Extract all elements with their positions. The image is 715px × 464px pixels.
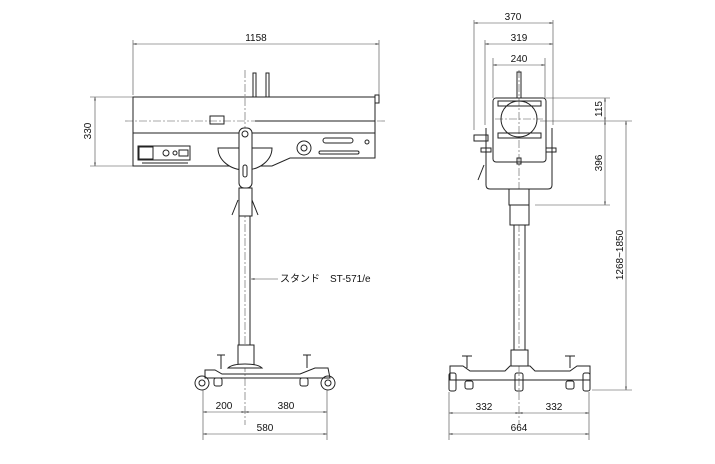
caster-wheel (194, 375, 210, 391)
dim-front-base-left-label: 332 (476, 402, 493, 413)
stand-base (194, 354, 336, 391)
dim-width-inner-label: 240 (511, 54, 528, 65)
side-dimensions (90, 40, 380, 167)
dim-base-total-label: 580 (257, 423, 274, 434)
dim-width-outer-label: 370 (505, 12, 522, 23)
stand-pole (226, 216, 264, 369)
front-width-dimensions (473, 20, 554, 130)
caster-wheel (514, 372, 524, 392)
dim-top-offset-label: 115 (594, 101, 605, 117)
spotlight-housing (132, 72, 380, 167)
stand-model-label: スタンド ST-571/e (280, 273, 371, 285)
front-height-dimensions (535, 97, 632, 391)
dim-width-mid-label: 319 (511, 33, 528, 44)
front-base-dimensions (448, 392, 590, 440)
dim-front-base-right-label: 332 (546, 402, 563, 413)
dim-base-right-label: 380 (278, 401, 295, 412)
yoke-protractor (217, 127, 273, 217)
dim-yoke-height-label: 396 (594, 154, 605, 171)
dim-length-label: 1158 (245, 33, 267, 44)
caster-wheel (448, 372, 457, 392)
dim-total-height-label: 1268~1850 (615, 229, 626, 280)
front-view (448, 20, 632, 440)
caster-wheel (320, 375, 336, 391)
base-dimensions (202, 390, 328, 440)
side-view (90, 40, 385, 440)
front-pole (508, 188, 530, 367)
front-base (448, 355, 591, 392)
caster-wheel (582, 372, 591, 392)
dim-front-base-total-label: 664 (511, 423, 528, 434)
dim-height-label: 330 (83, 122, 94, 139)
front-housing (473, 71, 557, 190)
dim-base-left-label: 200 (216, 401, 233, 412)
